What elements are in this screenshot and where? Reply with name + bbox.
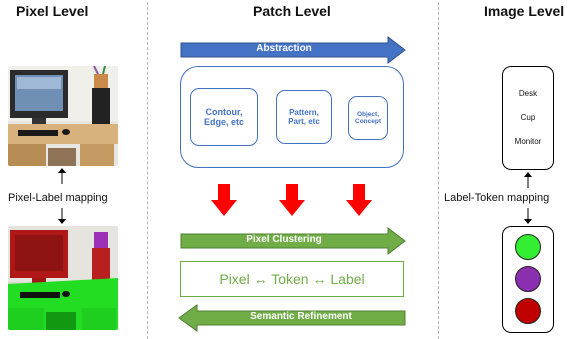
concept-object: Object, Concept	[348, 96, 388, 140]
separator-right	[438, 2, 439, 339]
label-desk: Desk	[518, 89, 538, 98]
desk-photo-original	[8, 66, 118, 166]
pixel-token-label-box: Pixel ↔ Token ↔ Label	[180, 261, 404, 297]
pixel-clustering-label: Pixel Clustering	[246, 234, 322, 245]
token-circles-box	[502, 226, 554, 333]
token-circle-green	[515, 234, 541, 260]
down-arrow-red-3	[346, 184, 372, 216]
token-circle-red	[515, 298, 541, 324]
title-patch-level: Patch Level	[253, 3, 331, 19]
down-arrow-red-2	[279, 184, 305, 216]
down-arrow-left	[58, 208, 66, 224]
concept-pattern-part: Pattern, Part, etc	[276, 90, 332, 144]
pixel-clustering-arrow	[180, 227, 406, 255]
title-pixel-level: Pixel Level	[16, 3, 89, 19]
abstraction-label: Abstraction	[256, 43, 312, 54]
separator-left	[147, 2, 148, 339]
concept-contour-edge: Contour, Edge, etc	[190, 88, 258, 146]
semantic-refinement-arrow	[178, 304, 406, 332]
desk-photo-segmented	[8, 226, 118, 330]
up-arrow-left	[58, 168, 66, 184]
pixel-label-mapping-label: Pixel-Label mapping	[8, 192, 108, 204]
feature-hierarchy-box	[180, 66, 404, 168]
label-token-mapping-label: Label-Token mapping	[444, 192, 550, 204]
abstraction-arrow	[180, 36, 406, 64]
up-arrow-right	[524, 172, 532, 188]
semantic-refinement-label: Semantic Refinement	[250, 311, 352, 322]
token-circle-purple	[515, 266, 541, 292]
title-image-level: Image Level	[484, 3, 565, 19]
label-cup: Cup	[520, 113, 536, 122]
down-arrow-right	[524, 208, 532, 224]
label-monitor: Monitor	[514, 137, 542, 146]
down-arrow-red-1	[211, 184, 237, 216]
image-labels-box: Desk Cup Monitor	[502, 66, 554, 170]
